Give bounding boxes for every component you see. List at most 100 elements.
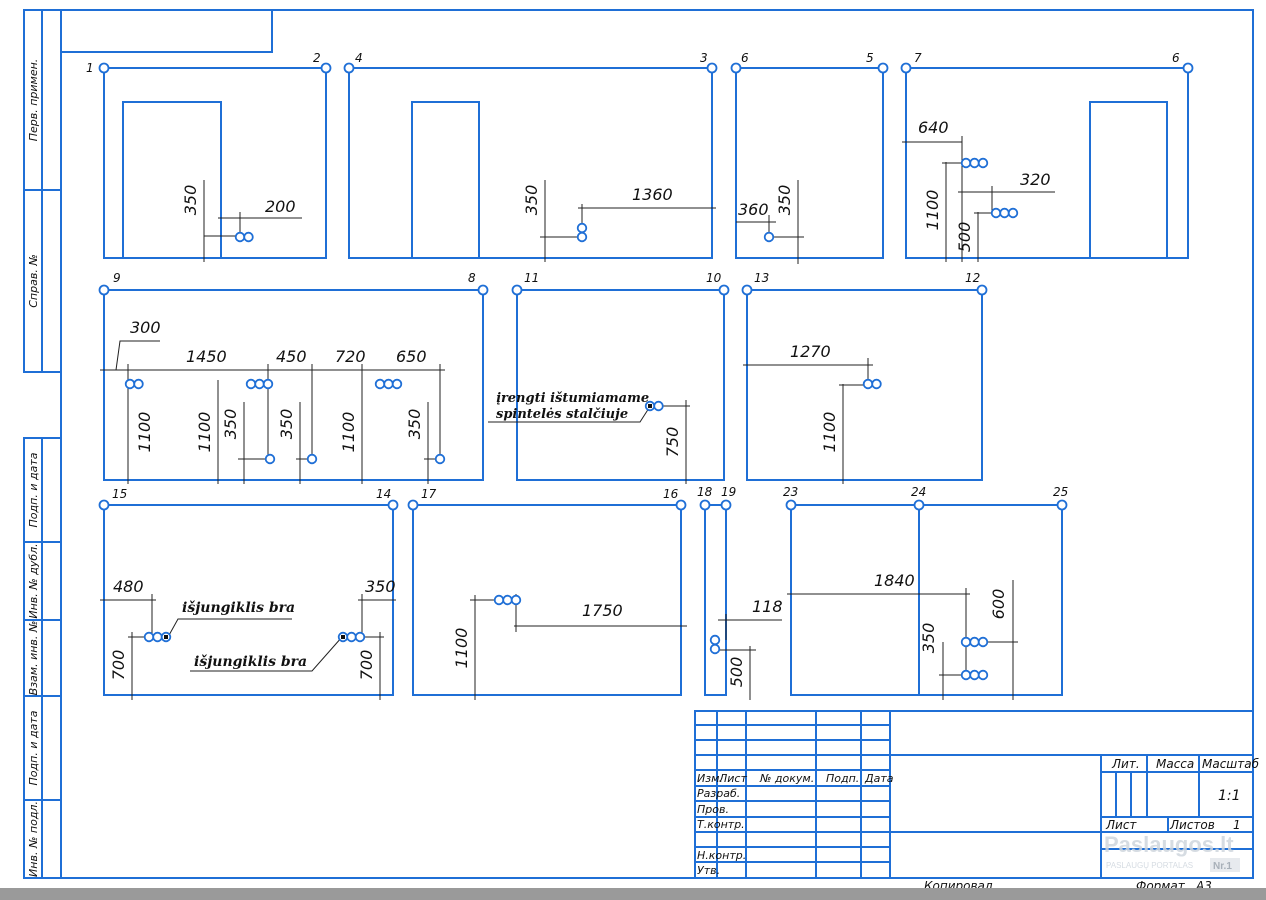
corner-label: 10 xyxy=(706,271,722,285)
installation-note: spintelės stalčiuje xyxy=(496,407,628,422)
switch-dot xyxy=(648,404,652,408)
dimension-label: 350 xyxy=(181,185,200,216)
socket-symbol xyxy=(977,636,989,648)
corner-marker xyxy=(718,284,730,296)
corner-label: 14 xyxy=(376,487,391,501)
corner-label: 25 xyxy=(1053,485,1068,499)
socket-symbol xyxy=(960,157,972,169)
corner-label: 6 xyxy=(741,51,749,65)
socket-symbol xyxy=(709,643,721,655)
title-block-role: Н.контр. xyxy=(697,849,746,862)
wall-elevation-4-3: 4 3 350 1360 xyxy=(348,51,716,262)
title-block-role: Разраб. xyxy=(697,787,740,800)
wall-elevation-15-14: 15 14 480 350 700 700 išjungiklis bra iš… xyxy=(100,487,396,700)
socket-symbol xyxy=(862,378,874,390)
corner-marker xyxy=(913,499,925,511)
corner-label: 5 xyxy=(866,51,874,65)
dimension-label: 750 xyxy=(663,427,682,458)
door-outline xyxy=(1089,101,1168,259)
watermark-brand: Paslaugos.lt xyxy=(1104,832,1234,857)
corner-label: 18 xyxy=(697,485,713,499)
watermark: Paslaugos.lt PASLAUGŲ PORTALAS Nr.1 xyxy=(1104,832,1240,872)
socket-symbol xyxy=(969,669,980,681)
corner-marker xyxy=(477,284,489,296)
watermark-sub: PASLAUGŲ PORTALAS xyxy=(1106,861,1193,870)
socket-symbol xyxy=(254,378,265,390)
mass-label: Масса xyxy=(1156,757,1194,771)
corner-label: 15 xyxy=(112,487,127,501)
watermark-badge: Nr.1 xyxy=(1213,861,1232,872)
socket-symbol xyxy=(969,157,980,169)
corner-label: 19 xyxy=(721,485,736,499)
side-label: Взам. инв. № xyxy=(27,621,40,696)
corner-label: 7 xyxy=(914,51,922,65)
corner-marker xyxy=(730,62,742,74)
side-label: Перв. примен. xyxy=(27,59,40,142)
socket-symbol xyxy=(576,222,588,234)
socket-symbol xyxy=(960,636,972,648)
socket-symbol xyxy=(709,634,721,646)
title-block-role: Пров. xyxy=(697,803,729,816)
socket-symbol xyxy=(999,207,1010,219)
corner-marker xyxy=(699,499,711,511)
dimension-label: 500 xyxy=(955,222,974,253)
socket-symbol xyxy=(264,453,276,465)
wall-elevation-7-6: 7 6 640 320 1100 500 xyxy=(902,51,1189,262)
wall-elevation-6-5: 6 5 360 350 xyxy=(735,51,884,264)
socket-symbol xyxy=(306,453,318,465)
corner-marker xyxy=(976,284,988,296)
title-block: Изм. Лист № докум. Подп. Дата Разраб. Пр… xyxy=(694,710,1260,893)
watermark-badge-bg xyxy=(1210,858,1240,872)
dimension-label: 300 xyxy=(130,318,161,337)
corner-marker xyxy=(877,62,889,74)
dimension-label: 1100 xyxy=(195,412,214,453)
corner-marker xyxy=(511,284,523,296)
corner-marker xyxy=(98,284,110,296)
corner-marker xyxy=(98,499,110,511)
dimension-label: 200 xyxy=(265,197,296,216)
socket-symbol xyxy=(990,207,1002,219)
dimension-label: 350 xyxy=(522,185,541,216)
dimension-label: 320 xyxy=(1020,170,1051,189)
lit-label: Лит. xyxy=(1111,757,1140,771)
socket-symbol xyxy=(1007,207,1019,219)
dimension-label: 350 xyxy=(919,623,938,654)
socket-symbol xyxy=(391,378,403,390)
dimension-label: 1100 xyxy=(339,412,358,453)
socket-symbol xyxy=(977,157,989,169)
corner-label: 9 xyxy=(113,271,121,285)
corner-marker xyxy=(98,62,110,74)
socket-symbol xyxy=(653,400,664,412)
dimension-label: 700 xyxy=(109,650,128,681)
dimension-label: 118 xyxy=(752,597,783,616)
dimension-label: 1450 xyxy=(186,347,227,366)
bottom-border-strip xyxy=(0,888,1266,900)
socket-symbol xyxy=(354,631,366,643)
wall-elevation-9-8: 9 8 300 1450 450 720 650 1100 1100 350 3… xyxy=(100,271,484,484)
corner-label: 3 xyxy=(700,51,708,65)
dimension-label: 1100 xyxy=(452,628,471,669)
dimension-label: 1270 xyxy=(790,342,831,361)
dimension-label: 720 xyxy=(335,347,366,366)
wall-elevation-18-19: 18 19 118 500 xyxy=(697,485,783,700)
sheet-label: Лист xyxy=(1105,818,1137,832)
corner-label: 1 xyxy=(86,61,94,75)
title-block-header: Изм. xyxy=(697,772,723,785)
corner-marker xyxy=(1182,62,1194,74)
socket-symbol xyxy=(977,669,989,681)
dimension-label: 500 xyxy=(727,657,746,688)
title-block-header: № докум. xyxy=(759,772,814,785)
title-block-header: Лист xyxy=(718,772,747,785)
corner-marker xyxy=(741,284,753,296)
corner-label: 8 xyxy=(468,271,476,285)
switch-note: išjungiklis bra xyxy=(194,654,307,670)
dimension-label: 600 xyxy=(989,589,1008,620)
outlet-symbols xyxy=(124,157,1019,681)
socket-symbol xyxy=(502,594,513,606)
sheets-label: Листов xyxy=(1169,818,1215,832)
corner-marker xyxy=(320,62,332,74)
dimension-label: 480 xyxy=(113,577,144,596)
dimension-label: 700 xyxy=(357,650,376,681)
wall-elevation-23-24-25: 23 24 25 1840 350 600 xyxy=(783,485,1068,700)
